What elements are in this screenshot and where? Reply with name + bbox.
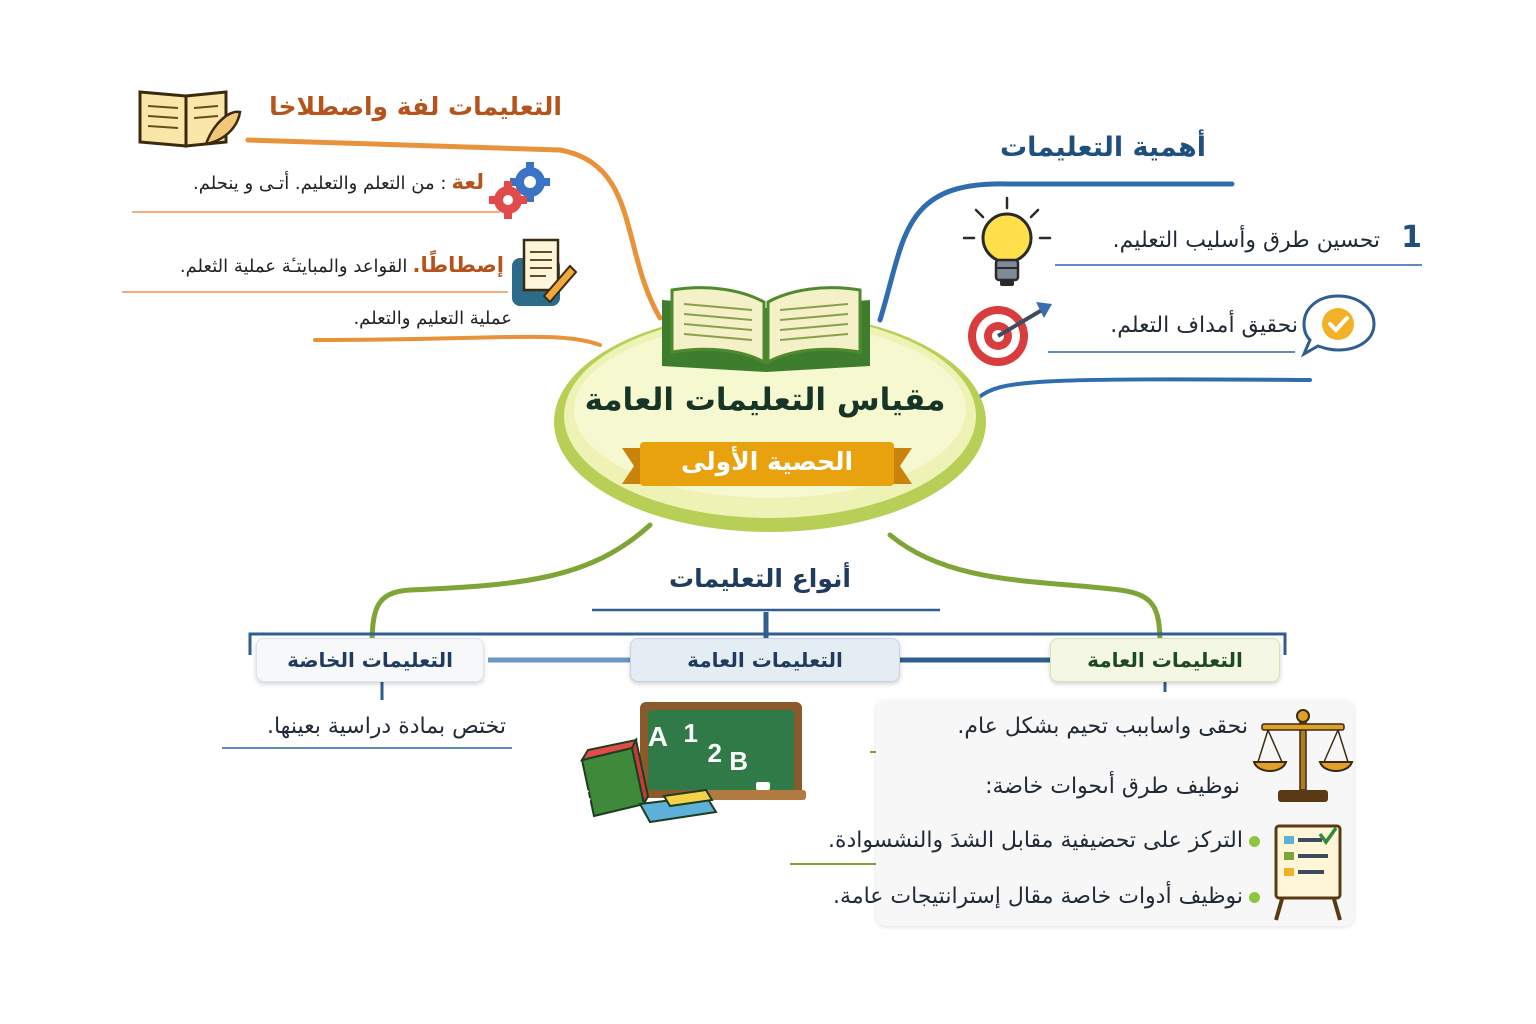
type-card-special: التعليمات الخاضة (256, 638, 484, 682)
definition-term-line1: القواعد والمبايتـٔة عملية الثعلم. (179, 256, 408, 277)
types-heading: أنواع التعليمات (669, 564, 851, 593)
special-description: تختص بمادة دراسية بعينها. (266, 714, 506, 739)
definition-term-line2: عملية التعليم والتعلم. (353, 308, 512, 329)
general-item-3-row: التركز على تحضيفية مقابل الشدَ والنشسواد… (828, 828, 1260, 853)
chalk-letter-3: 2 (708, 738, 722, 768)
connector-importance-lower (976, 377, 1312, 400)
importance-item-1-number: 1 (1401, 220, 1422, 255)
type-card-special-label: التعليمات الخاضة (287, 648, 453, 672)
general-item-3: التركز على تحضيفية مقابل الشدَ والنشسواد… (827, 828, 1243, 853)
hub-ribbon-shape (622, 442, 912, 486)
importance-item-2-text: نحقيق أمداف التعلم. (1110, 313, 1298, 338)
connector-importance-main (877, 181, 1235, 323)
chalk-letter-2: 1 (684, 718, 698, 748)
open-book-icon (662, 286, 870, 372)
definition-language-keyword: لعة (451, 170, 484, 194)
definition-term-row: إصطاطًا. القواعد والمبايتـٔة عملية الثعل… (180, 253, 504, 277)
general-item-4-row: نوظيف أدوات خاصة مقال إسترانتيجات عامة. (833, 884, 1260, 909)
definition-language-text: : من التعلم والتعليم. أتـى و ينحلم. (193, 173, 447, 194)
bullet-dot-icon (1249, 835, 1260, 847)
connector-definitions-main (245, 137, 663, 321)
gears-icon (489, 162, 550, 219)
checklist-easel-icon (1274, 824, 1342, 921)
target-arrow-icon (968, 302, 1052, 366)
importance-heading: أهمية التعليمات (1000, 132, 1206, 163)
balance-scale-icon (1252, 709, 1354, 802)
connector-types-right (887, 532, 1163, 653)
chalkboard-abc-icon: A 1 2 B ABC (576, 702, 806, 824)
general-instructions-panel (876, 700, 1354, 926)
definitions-heading: التعليمات لفة واصطلاخا (269, 92, 562, 121)
light-bulb-icon (962, 196, 1052, 286)
definition-term-keyword: إصطاطًا. (412, 253, 504, 277)
type-card-general-green: التعليمات العامة (1050, 638, 1280, 682)
type-card-general: التعليمات العامة (630, 638, 900, 682)
chalk-letter-4: B (729, 746, 748, 776)
connector-types-left (369, 522, 653, 653)
chalk-letter-1: A (648, 721, 668, 752)
importance-item-1-text: تحسين طرق وأسليب التعليم. (1112, 228, 1381, 253)
general-item-1: نحقى واساببب تحيم بشكل عام. (957, 714, 1248, 739)
type-card-general-label: التعليمات العامة (687, 648, 843, 672)
importance-item-1: 1 تحسين طرق وأسليب التعليم. (1113, 220, 1422, 255)
connector-definitions-term (313, 334, 602, 347)
general-item-4: نوظيف أدوات خاصة مقال إسترانتيجات عامة. (833, 884, 1243, 909)
document-pen-icon (512, 238, 578, 306)
check-speech-bubble-icon (1300, 294, 1376, 358)
bullet-dot-icon (1249, 891, 1260, 903)
type-card-general-green-label: التعليمات العامة (1087, 648, 1243, 672)
general-item-2: نوظيف طرق أىحوات خاضة: (985, 774, 1240, 799)
hub-title: مقياس التعليمات العامة (584, 382, 946, 418)
definition-language-row: لعة : من التعلم والتعليم. أتـى و ينحلم. (193, 170, 484, 194)
hub-subtitle: الحصية الأولى (680, 447, 854, 476)
book-feather-icon (138, 90, 242, 148)
